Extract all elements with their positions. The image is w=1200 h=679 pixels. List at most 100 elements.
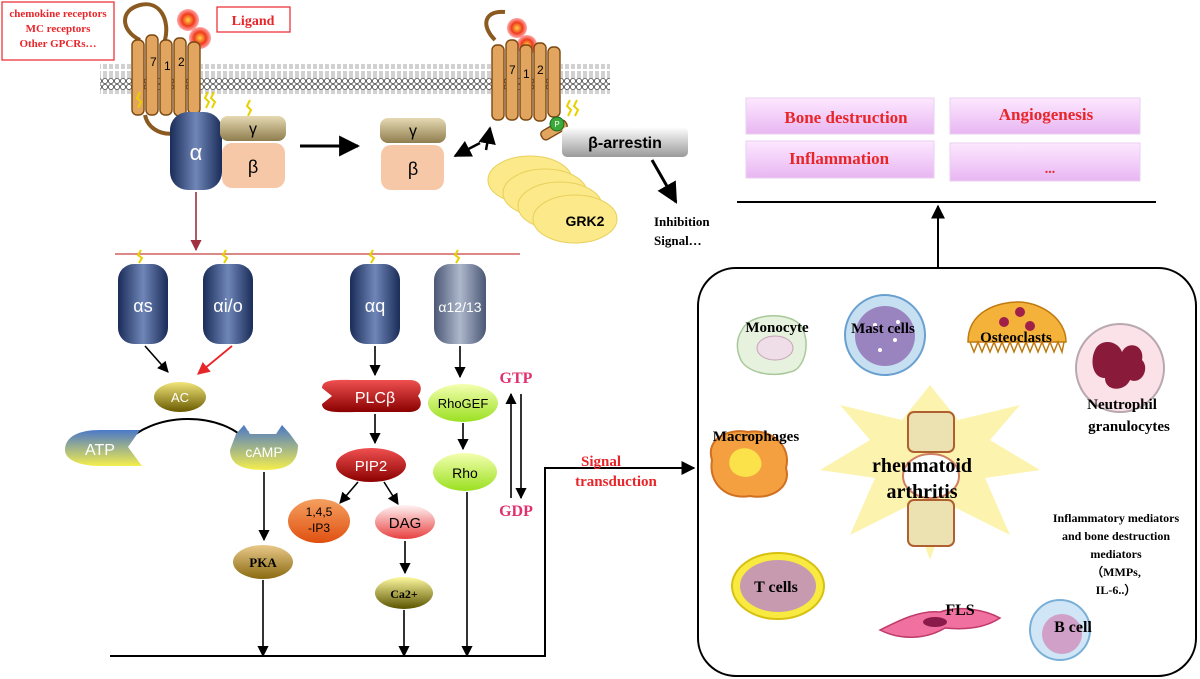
neutrophil-label-1: Neutrophil (1087, 397, 1157, 413)
fls-icon (878, 607, 1002, 638)
osteoclasts-label: Osteoclasts (980, 330, 1052, 346)
g-alpha-1213-label: α12/13 (438, 299, 481, 315)
g-alpha-s-label: αs (133, 296, 152, 316)
macrophage-icon (709, 430, 788, 498)
ligand-label: Ligand (232, 14, 275, 29)
helix-label-1b: 1 (523, 67, 530, 81)
outcome-bone-destruction: Bone destruction (784, 108, 908, 127)
grk2-label: GRK2 (566, 213, 605, 229)
neutrophil-label-2: granulocytes (1088, 419, 1170, 435)
mediators-line-2: and bone destruction (1062, 529, 1170, 543)
g-gamma-subunit (220, 116, 286, 141)
pip2-to-ip3-arrow (339, 481, 359, 504)
camp-label: cAMP (245, 444, 282, 460)
inhibition-line-1: Inhibition (654, 214, 710, 229)
receptor-arrow (478, 126, 496, 151)
t-cells-label: T cells (754, 579, 798, 596)
mediators-line-3: mediators (1090, 547, 1142, 561)
helix-label-7b: 7 (509, 63, 516, 77)
g-beta-free (381, 145, 444, 190)
ip3-node (288, 499, 350, 543)
mast-cell-icon (844, 294, 926, 376)
g-alpha-1213 (434, 264, 486, 344)
helix-label-7: 7 (150, 55, 157, 69)
neutrophil-icon (1075, 323, 1165, 413)
outcome-box-more (949, 142, 1141, 182)
ac-node (154, 382, 206, 412)
signal-line-1: Signal (581, 454, 621, 470)
g-alpha-io-label: αi/o (213, 296, 242, 316)
monocyte-icon (736, 315, 807, 376)
g-gamma-label: γ (249, 121, 257, 138)
subunit-anchor-icons (136, 249, 461, 264)
gdp-label: GDP (499, 503, 533, 520)
outcome-box-bone (745, 97, 935, 135)
outcome-inflammation: Inflammation (789, 149, 890, 168)
monocyte-label: Monocyte (745, 320, 809, 336)
atp-label: ATP (85, 442, 115, 459)
g-alpha-subunit (170, 112, 222, 190)
beta-arrestin-box (562, 127, 688, 157)
pka-label: PKA (249, 555, 277, 570)
ca-label: Ca2+ (390, 587, 418, 601)
joint-icon (902, 411, 960, 547)
receptor-line-2: MC receptors (26, 23, 92, 35)
pip2-node (336, 448, 406, 482)
g-alpha-q-label: αq (365, 296, 385, 316)
g-alpha-q (350, 264, 400, 344)
lipid-anchor-icon (135, 91, 580, 117)
dag-label: DAG (389, 515, 422, 532)
ca-node (375, 577, 433, 609)
mediators-line-1: Inflammatory mediators (1053, 511, 1180, 525)
rhogef-node (428, 384, 498, 422)
rho-label: Rho (452, 465, 478, 481)
rho-node (433, 453, 497, 491)
phosphate-label: P (554, 120, 559, 129)
inhibition-arrow (650, 159, 678, 204)
g-alpha-io (203, 264, 253, 344)
fls-label: FLS (945, 602, 974, 619)
g-beta-subunit (222, 143, 285, 188)
plcb-node (322, 379, 421, 413)
ligand-box (216, 6, 291, 33)
mast-cells-label: Mast cells (851, 321, 915, 337)
mediators-line-5: IL-6..） (1096, 582, 1137, 597)
beta-arrestin-label: β-arrestin (588, 135, 662, 152)
gpcr-receptor-arrestin-icon (484, 9, 568, 141)
g-beta-label: β (248, 157, 258, 177)
g-gamma-free-label: γ (409, 123, 417, 140)
plcb-label: PLCβ (355, 390, 395, 407)
helix-label-1: 1 (164, 59, 171, 73)
receptor-line-1: chemokine receptors (9, 8, 107, 20)
b-cell-icon (1029, 599, 1091, 661)
outcome-panel: Bone destruction Angiogenesis Inflammati… (745, 97, 1141, 182)
ac-label: AC (171, 390, 189, 405)
pip2-to-dag-arrow (383, 481, 399, 505)
rhogef-label: RhoGEF (438, 396, 489, 411)
outcome-box-angio (949, 97, 1141, 135)
ip3-label-1: 1,4,5 (306, 505, 333, 519)
phosphate-icon (549, 116, 565, 132)
macrophages-label: Macrophages (713, 429, 800, 445)
ra-label-2: arthritis (886, 481, 957, 503)
osteoclast-icon (967, 301, 1067, 355)
g-gamma-free (380, 118, 446, 143)
receptor-line-3: Other GPCRs… (19, 38, 96, 50)
b-cell-label: B cell (1054, 619, 1092, 636)
dag-node (375, 505, 435, 539)
as-to-ac-arrow (144, 345, 169, 373)
camp-node (230, 425, 298, 470)
g-alpha-label: α (190, 140, 203, 165)
signal-line-2: transduction (575, 474, 657, 490)
arrestin-release-arrow (453, 140, 481, 158)
inhibition-line-2: Signal… (654, 233, 702, 248)
mediators-line-4: （MMPs, (1091, 564, 1141, 579)
helix-label-2b: 2 (537, 63, 544, 77)
g-alpha-s (118, 264, 168, 344)
ra-label-1: rheumatoid (872, 455, 972, 477)
ip3-label-2: -IP3 (308, 521, 330, 535)
outcome-more: ... (1045, 162, 1056, 177)
g-beta-free-label: β (408, 159, 418, 179)
